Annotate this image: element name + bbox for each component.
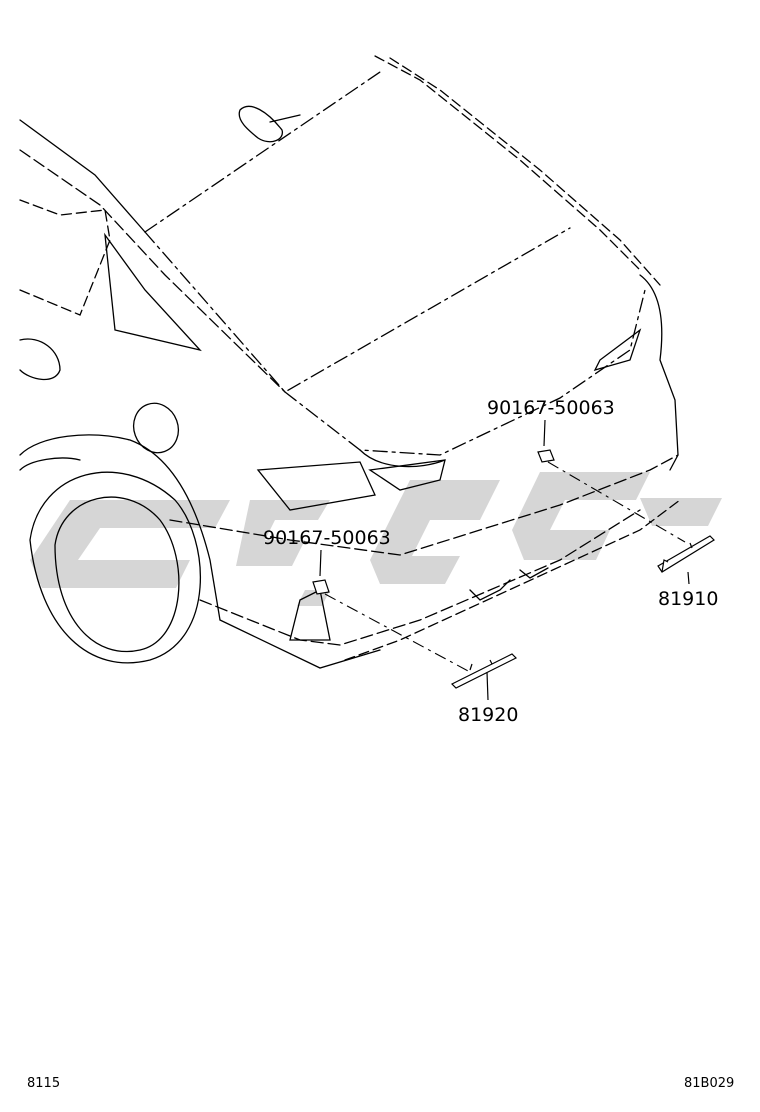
clip-bolt-upper	[537, 419, 555, 463]
vehicle-outline	[19, 55, 681, 669]
callout-reflector-left: 81920	[458, 704, 519, 726]
footer-left-code: 8115	[27, 1076, 61, 1091]
callout-bolt-lower: 90167-50063	[263, 527, 391, 549]
callout-bolt-upper: 90167-50063	[487, 397, 615, 419]
callout-reflector-right: 81910	[658, 588, 719, 610]
reflector-right-part	[657, 535, 715, 585]
leader-lines	[324, 461, 686, 673]
footer-right-code: 81B029	[684, 1076, 735, 1091]
clip-bolt-lower	[312, 549, 330, 595]
reflector-left-part	[450, 653, 518, 701]
